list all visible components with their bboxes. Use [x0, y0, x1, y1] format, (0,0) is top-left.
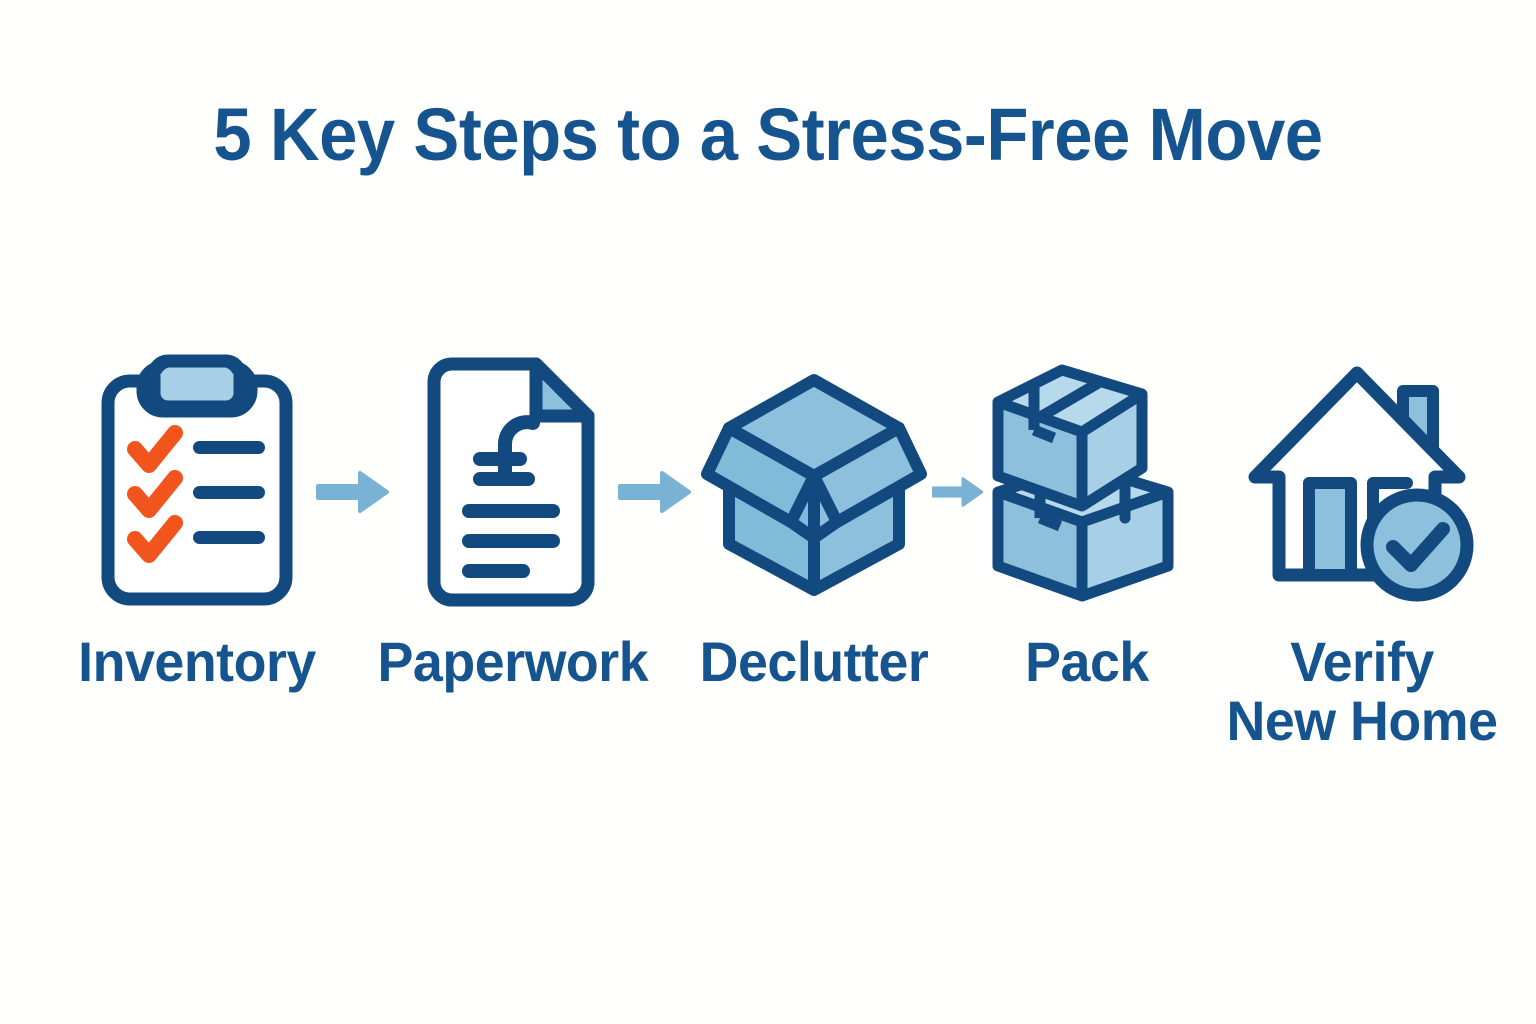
- step-label: Pack: [1025, 630, 1149, 693]
- step-icon-wrapper: [690, 352, 938, 612]
- step-paperwork[interactable]: Paperwork: [372, 352, 650, 691]
- step-icon-wrapper: [372, 352, 650, 612]
- step-label: Declutter: [699, 630, 929, 693]
- stacked-boxes-icon: [992, 364, 1174, 602]
- open-box-icon: [701, 374, 927, 596]
- arrow-right-icon: [932, 472, 984, 517]
- step-icon-wrapper: [62, 352, 332, 612]
- document-pound-icon: [427, 357, 595, 607]
- step-label: Verify New Home: [1226, 630, 1498, 753]
- step-icon-wrapper: [972, 352, 1202, 612]
- step-inventory[interactable]: Inventory: [62, 352, 332, 691]
- step-declutter[interactable]: Declutter: [690, 352, 938, 691]
- pound-symbol: [473, 415, 540, 486]
- clipboard-checklist-icon: [101, 354, 293, 606]
- house-check-icon: [1248, 366, 1474, 602]
- step-label: Inventory: [78, 630, 316, 693]
- step-verify-new-home[interactable]: Verify New Home: [1212, 352, 1512, 751]
- steps-row: Inventory: [0, 352, 1536, 782]
- step-icon-wrapper: [1212, 352, 1512, 612]
- step-label: Paperwork: [377, 630, 649, 693]
- step-pack[interactable]: Pack: [972, 352, 1202, 691]
- arrow-right-icon: [316, 466, 390, 523]
- arrow-right-icon: [618, 466, 692, 523]
- page-title: 5 Key Steps to a Stress-Free Move: [213, 93, 1323, 176]
